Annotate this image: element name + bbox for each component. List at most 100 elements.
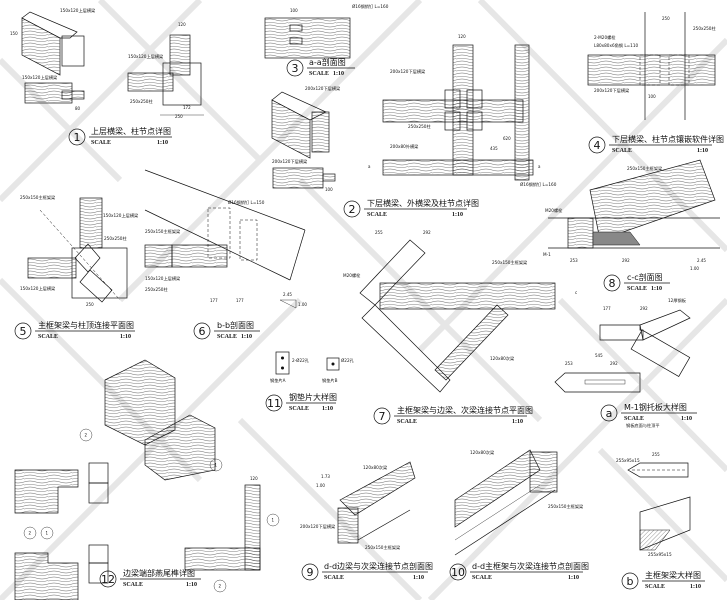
drawing-text: 1:10 [690,584,701,590]
label-lower-beam: 200x120下层横梁 [300,523,336,530]
label-column: 250x250柱 [104,235,127,242]
detail-9-drawing: 120x80次梁 200x120下层横梁 250x150主框架梁 1.73 1.… [300,461,416,551]
label-plate: 255x95x15 [616,458,640,463]
dim: 255 [375,230,383,235]
detail-5-drawing: 250x150主框架梁 150x120上层横梁 250x250柱 150x120… [20,194,139,307]
label-column: 250x250柱 [408,123,431,130]
slope-v: 1.00 [316,483,325,488]
drawing-text: d-d边梁与次梁连接节点剖面图 [324,561,433,571]
label-upper-beam: 150x120上层横梁 [60,7,96,14]
drawing-text: 主框架梁大样图 [645,570,701,580]
label-pin: Ø16钢销钉 L=160 [520,181,557,188]
dim: 120 [250,476,258,481]
dim: 292 [640,306,648,311]
callout: 2 [29,531,32,536]
dim: 253 [570,258,578,263]
drawing-text: 12 [101,573,115,586]
drawing-text: 7 [379,410,386,423]
label-secondary-beam: 120x80次梁 [470,449,495,456]
slope-v: 1.00 [298,302,307,307]
slope-h: 2.45 [283,292,292,297]
drawing-text: SCALE [397,419,417,425]
drawing-text: SCALE [217,334,237,340]
section-mark: a [368,164,371,169]
dim: 620 [503,136,511,141]
drawing-text: 6 [199,325,206,338]
label-upper-beam: 150x120上层横梁 [20,285,56,292]
drawing-text: SCALE [91,140,111,146]
label-main-beam: 250x150主框架梁 [365,544,401,551]
callout: 1 [215,463,218,468]
drawing-text: SCALE [612,148,632,154]
callout: 1 [46,531,49,536]
dim: 177 [210,298,218,303]
drawing-text: c-c剖面图 [627,272,663,282]
dim: 250 [86,302,94,307]
drawing-text: a-a剖面图 [309,57,346,67]
note: 钢板底面与柱顶平 [626,422,660,429]
title-block-9: 9 d-d边梁与次梁连接节点剖面图 SCALE 1:10 [301,561,433,581]
dim: 250 [175,114,183,119]
drawing-text: SCALE [38,334,58,340]
detail-2-drawing: 200x120下层横梁 250x250柱 200x80外横梁 Ø16钢销钉 L=… [368,34,557,188]
drawing-text: b [627,575,634,588]
dim: 172 [183,105,191,110]
drawing-text: 1:10 [512,419,523,425]
title-block-8: 8 c-c剖面图 SCALE 1:10 [603,272,670,292]
title-block-1: 1 上层横梁、柱节点详图 SCALE 1:10 [68,126,172,146]
label-pin: Ø16钢销钉 L=150 [228,199,265,206]
drawing-text: SCALE [624,416,644,422]
dim: 292 [622,258,630,263]
slope-v: 1.00 [690,266,699,271]
callout: 1 [272,518,275,523]
detail-10-drawing: 120x80次梁 250x150主框架梁 [454,449,584,556]
detail-b-drawing: 255x95x15 255x95x15 255 [616,452,691,557]
drawing-text: 1:10 [568,575,579,581]
detail-6-drawing: Ø16钢销钉 L=150 250x150主框架梁 150x120上层横梁 250… [144,169,307,309]
title-block-3: 3 a-a剖面图 SCALE 1:10 [286,57,355,77]
dim: 100 [290,8,298,13]
section-mark: a [538,164,541,169]
dim: 150 [10,31,18,36]
title-block-b: b 主框架梁大样图 SCALE 1:10 [621,570,705,590]
label-lower-beam: 200x120下层横梁 [594,87,630,94]
label-main-beam: 250x150主框架梁 [548,503,584,510]
title-block-12: 12 边梁端部燕尾榫详图 SCALE 1:10 [99,568,201,588]
label-main-beam: 250x150主框架梁 [627,165,663,172]
drawing-text: d-d主框架与次梁连接节点剖面图 [472,561,589,571]
detail-4-drawing: 2-M20螺栓 L80x80x6角钢 L=110 250x250柱 200x12… [587,12,716,120]
title-block-5: 5 主框架梁与柱顶连接平面图 SCALE 1:10 [14,320,135,340]
callout: 2 [219,584,222,589]
label-column: 250x250柱 [130,98,153,105]
drawing-text: 钢垫片大样图 [289,392,337,402]
label-lower-beam: 200x120下层横梁 [390,68,426,75]
detail-8-drawing: M-1 M20螺栓 250x150主框架梁 253 292 2.45 1.00 [543,159,720,271]
label-bolt: M20螺栓 [343,272,361,279]
label-upper-beam: 150x120上层横梁 [128,53,164,60]
label-main-beam: 250x150主框架梁 [20,194,56,201]
drawing-text: a [606,407,613,420]
title-block-2: 2 下层横梁、外横梁及柱节点详图 SCALE 1:10 [343,198,479,218]
drawing-text: 主框架梁与边梁、次梁连接节点平面图 [397,405,533,415]
label-holes: 2-Ø22孔 [292,357,310,364]
dim: 435 [490,146,498,151]
drawing-text: 1:10 [452,212,463,218]
drawing-text: 1:10 [322,406,333,412]
label-column: 250x250柱 [145,286,168,293]
label-m1: M-1 [543,252,551,257]
dim: 120 [458,34,466,39]
drawing-text: SCALE [367,212,387,218]
label-main-beam: 250x150主框架梁 [145,228,181,235]
detail-11-drawing: 2-Ø22孔 钢垫片A Ø22孔 钢垫片B [270,351,355,384]
drawing-text: 4 [594,139,601,152]
detail-a-drawing: 12厚钢板 177 292 545 253 292 钢板底面与柱顶平 [554,297,691,429]
label-stiffener: 12厚钢板 [668,297,687,304]
label-column: 250x250柱 [693,25,716,32]
title-block-4: 4 下层横梁、柱节点镶嵌软件详图 SCALE 1:10 [588,134,724,154]
title-block-a: a M-1钢托板大样图 SCALE 1:10 [600,402,697,422]
drawing-text: 9 [307,566,314,579]
dim: 177 [603,306,611,311]
drawing-text: 1:10 [651,286,662,292]
label-pin: Ø16钢销钉 L=160 [352,3,389,10]
drawing-text: 1:10 [157,140,168,146]
